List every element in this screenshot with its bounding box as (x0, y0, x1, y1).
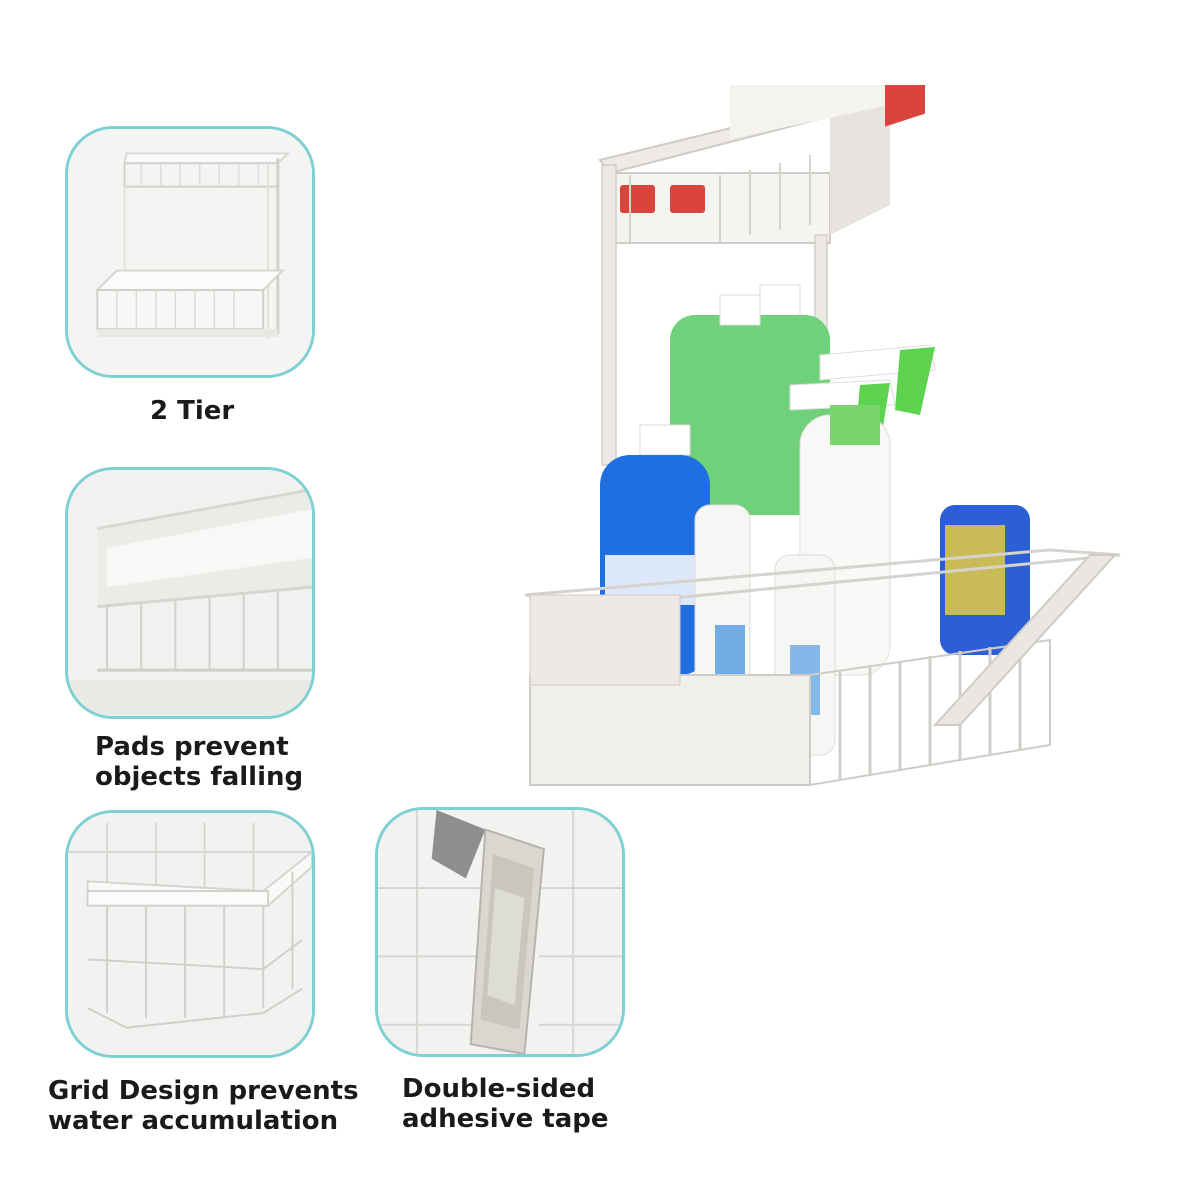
caption-grid: Grid Design prevents water accumulation (48, 1076, 359, 1136)
caption-pads: Pads prevent objects falling (95, 732, 304, 792)
feature-card-pads (65, 467, 315, 719)
product-photo-organizer (524, 85, 1121, 787)
adhesive-tape-illustration (378, 810, 622, 1054)
green-pump-bottle (670, 284, 830, 515)
caption-2-tier: 2 Tier (150, 396, 235, 426)
feature-card-grid (65, 810, 315, 1058)
bottom-pull-out-basket (524, 548, 1121, 787)
top-shelf-basket (598, 85, 925, 244)
grid-basket-illustration (68, 813, 312, 1055)
feature-card-2-tier (65, 126, 315, 378)
basket-corner-illustration (68, 470, 312, 716)
caption-adhesive-tape: Double-sided adhesive tape (402, 1074, 609, 1134)
feature-card-adhesive-tape (375, 807, 625, 1057)
two-tier-rack-illustration (68, 129, 312, 375)
